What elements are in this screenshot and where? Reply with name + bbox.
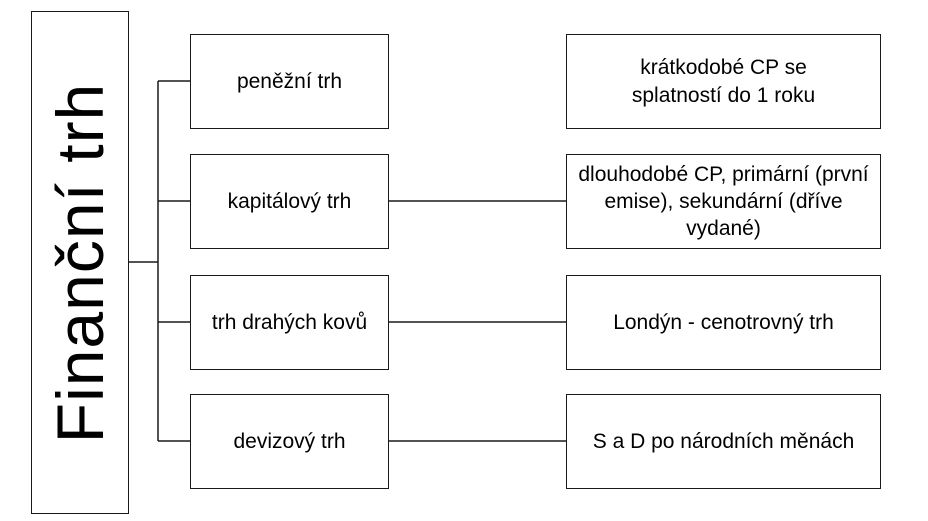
branch-label: peněžní trh [236,69,343,93]
branch-box-money-market: peněžní trh [190,34,389,129]
branch-label: devizový trh [233,429,346,453]
detail-box-capital-market: dlouhodobé CP, primární (první emise), s… [566,154,881,249]
detail-text: S a D po národních měnách [592,429,855,453]
branch-box-precious-metals-market: trh drahých kovů [190,275,389,370]
detail-text: krátkodobé CP se splatností do 1 roku [631,56,816,107]
detail-box-forex-market: S a D po národních měnách [566,394,881,489]
detail-box-precious-metals-market: Londýn - cenotrovný trh [566,275,881,370]
branch-box-capital-market: kapitálový trh [190,154,389,249]
branch-label: trh drahých kovů [211,310,368,334]
detail-text: Londýn - cenotrovný trh [613,310,834,334]
branch-label: kapitálový trh [227,189,352,213]
detail-text: dlouhodobé CP, primární (první emise), s… [578,162,869,241]
detail-box-money-market: krátkodobé CP se splatností do 1 roku [566,34,881,129]
root-box: Finanční trh [31,11,129,514]
branch-box-forex-market: devizový trh [190,394,389,489]
